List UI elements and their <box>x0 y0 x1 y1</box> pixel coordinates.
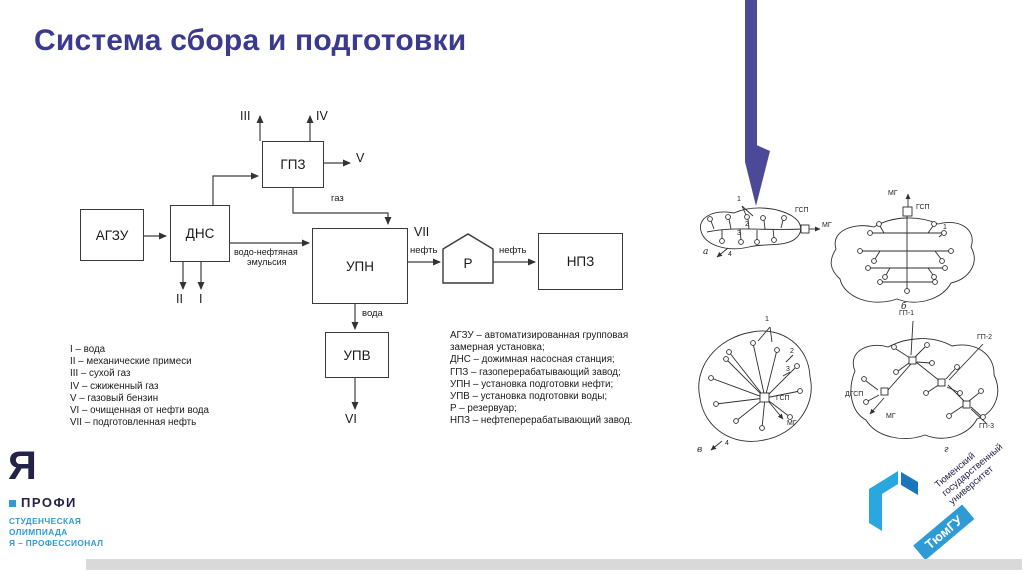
legend-line: ДНС – дожимная насосная станция; <box>450 354 615 366</box>
ya-profi-logo-word: ПРОФИ <box>21 495 77 510</box>
legend-line: IV – сжиженный газ <box>70 380 159 392</box>
flow-label-i: I <box>199 292 203 306</box>
flow-label-v: V <box>356 151 365 165</box>
sketch-v-label: в <box>697 445 703 455</box>
legend-line: VI – очищенная от нефти вода <box>70 405 209 417</box>
sketch-a-gsp-label: ГСП <box>795 207 809 214</box>
legend-line: II – механические примеси <box>70 356 192 368</box>
sketch-b-label: б <box>901 302 907 312</box>
sketch-g-gp2-label: ГП-2 <box>977 334 993 341</box>
reservoir-tank-shape <box>442 233 494 284</box>
legend-line: V – газовый бензин <box>70 392 159 404</box>
sketch-a <box>699 205 821 258</box>
sketch-a-mg-label: МГ <box>822 222 832 229</box>
legend-line: замерная установка; <box>450 342 545 354</box>
olympiad-line-1: СТУДЕНЧЕСКАЯ <box>9 516 82 526</box>
sketch-a-num-1: 1 <box>737 196 741 203</box>
page-title: Система сбора и подготовки <box>34 24 467 57</box>
edge-label-oil-2: нефть <box>499 245 527 256</box>
legend-line: III – сухой газ <box>70 368 131 380</box>
legend-line: УПН – установка подготовки нефти; <box>450 378 614 390</box>
sketch-v-num-3: 3 <box>786 366 790 373</box>
box-dns: ДНС <box>170 205 230 262</box>
legend-line: I – вода <box>70 344 106 355</box>
ya-profi-logo-letter: Я <box>8 444 37 488</box>
sketch-v-gsp-label: ГСП <box>776 395 790 402</box>
tsu-logo-mark <box>869 471 918 531</box>
box-upn: УПН <box>312 228 408 304</box>
legend-line: VII – подготовленная нефть <box>70 417 197 429</box>
legend-line: ГПЗ – газоперерабатывающий завод; <box>450 366 621 378</box>
box-upv: УПВ <box>325 332 389 378</box>
flow-label-iv: IV <box>316 109 328 123</box>
legend-line: УПВ – установка подготовки воды; <box>450 391 608 403</box>
sketch-v-mg-label: МГ <box>787 420 797 427</box>
sketch-v-num-4: 4 <box>725 440 729 447</box>
flow-label-vi: VI <box>345 412 357 426</box>
sketch-v-num-1: 1 <box>765 316 769 323</box>
box-gpz: ГПЗ <box>262 141 324 188</box>
sketch-g-gp1-label: ГП-1 <box>899 310 915 317</box>
sketch-a-label: а <box>703 247 709 257</box>
sketch-g-gp3-label: ГП-3 <box>979 423 995 430</box>
flow-label-ii: II <box>176 292 183 306</box>
sketch-v-num-2: 2 <box>790 348 794 355</box>
flow-label-vii: VII <box>414 225 430 239</box>
olympiad-line-3: Я – ПРОФЕССИОНАЛ <box>9 538 104 548</box>
edge-label-emulsion-2: эмульсия <box>247 257 287 267</box>
legend-line: НПЗ – нефтеперерабатывающий завод. <box>450 415 633 427</box>
legend-line: АГЗУ – автоматизированная групповая <box>450 330 629 341</box>
sketch-g-dgsp-label: ДГСП <box>845 391 864 398</box>
flow-label-iii: III <box>240 109 251 123</box>
legend-line: Р – резервуар; <box>450 403 517 415</box>
sketch-b <box>830 193 975 303</box>
sketch-g <box>850 320 999 439</box>
sketch-v <box>698 326 812 451</box>
edge-label-water: вода <box>362 308 383 319</box>
sketch-g-label: г <box>944 445 949 455</box>
sketch-g-mg-label: МГ <box>886 413 896 420</box>
footer-bar <box>86 559 1022 570</box>
sketch-a-num-2: 2 <box>745 221 749 228</box>
sketch-a-num-3: 3 <box>737 230 741 237</box>
edge-label-oil-1: нефть <box>410 245 438 256</box>
olympiad-line-2: ОЛИМПИАДА <box>9 527 68 537</box>
flow-arrows <box>144 115 536 410</box>
box-npz: НПЗ <box>538 233 623 290</box>
corner-ribbon <box>745 0 770 206</box>
sketch-b-gsp-label: ГСП <box>916 204 930 211</box>
ya-profi-square-icon <box>9 500 16 507</box>
edge-label-emulsion-1: водо-нефтяная <box>234 247 298 257</box>
sketch-b-num-1: 1 <box>943 224 947 231</box>
box-agzu: АГЗУ <box>80 209 144 261</box>
sketch-b-mg-label: МГ <box>888 190 898 197</box>
sketch-a-num-4: 4 <box>728 251 732 258</box>
box-r-label: Р <box>463 256 473 271</box>
edge-label-gas: газ <box>331 193 344 204</box>
